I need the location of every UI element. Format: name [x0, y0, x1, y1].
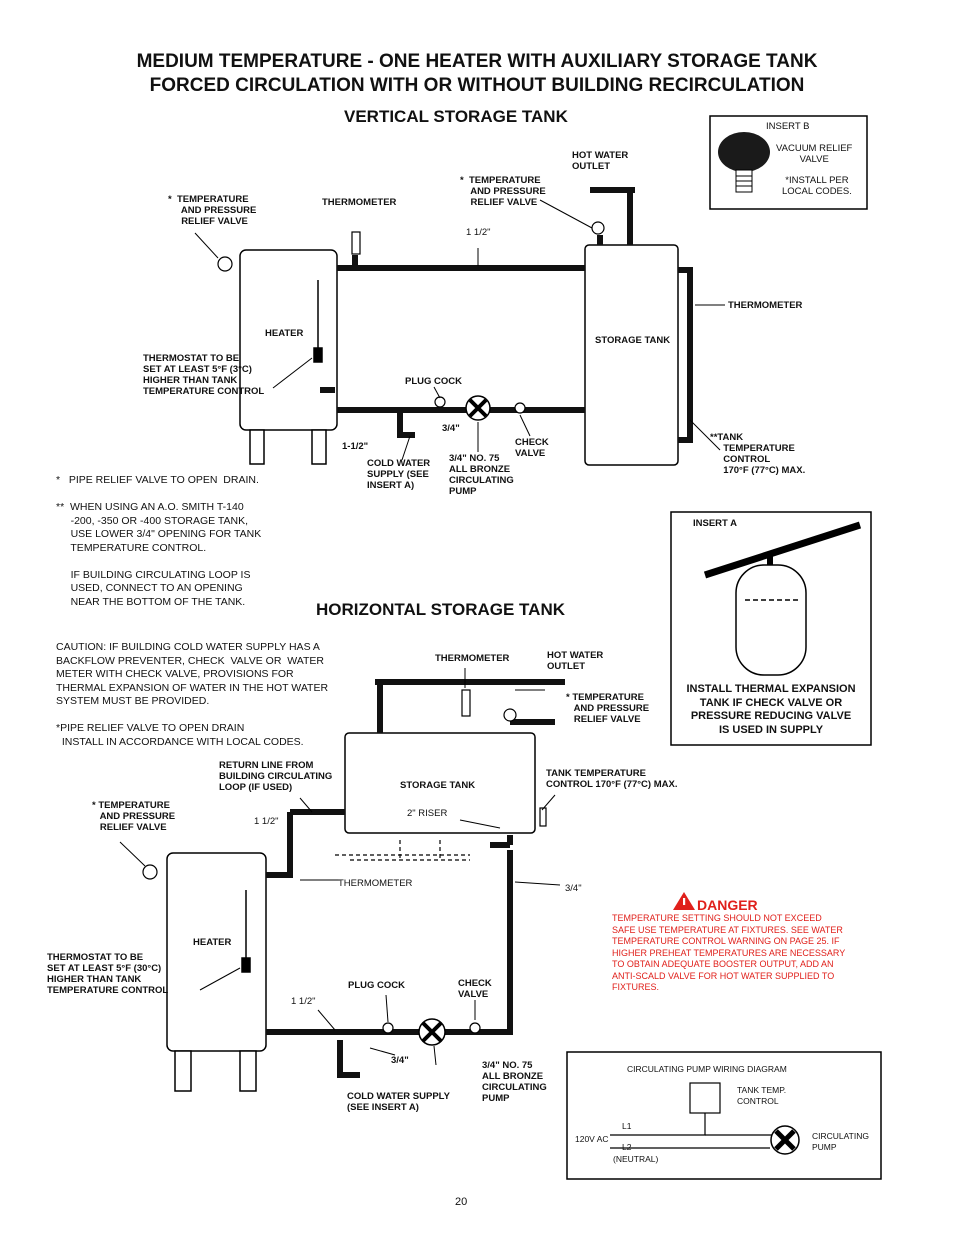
vertical-storage-tank: [584, 244, 679, 466]
horizontal-heading: HORIZONTAL STORAGE TANK: [316, 600, 566, 619]
wiring-pump-icon: [770, 1125, 800, 1155]
insert-b-box: [709, 115, 868, 210]
h-storage-tank-label: STORAGE TANK: [400, 780, 476, 791]
v-cold-water-supply-label: COLD WATER SUPPLY (SEE INSERT A): [367, 458, 431, 491]
vacuum-relief-valve-icon: [718, 132, 770, 193]
v-storage-tank-label: STORAGE TANK: [595, 335, 671, 346]
v-check-valve-label: CHECK VALVE: [515, 437, 549, 459]
h-pipe-3-4-lower-label: 3/4": [391, 1055, 409, 1066]
page-number: 20: [455, 1196, 468, 1208]
insert-b-text: VACUUM RELIEF VALVE: [776, 143, 853, 165]
h-pipe-1-5-upper-label: 1 1/2": [254, 816, 279, 827]
h-tp-valve-right-label: * TEMPERATURE AND PRESSURE RELIEF VALVE: [566, 692, 650, 725]
horizontal-fittings: [142, 689, 547, 1034]
v-plug-cock-label: PLUG COCK: [405, 376, 462, 387]
horizontal-pump-icon: [418, 1018, 446, 1046]
h-riser-label: 2" RISER: [407, 808, 448, 819]
vertical-pipes: [320, 187, 693, 443]
v-tp-valve-left-label: * TEMPERATURE AND PRESSURE RELIEF VALVE: [168, 194, 257, 227]
expansion-tank-icon: [703, 521, 862, 676]
wiring-voltage-label: 120V AC: [575, 1134, 609, 1144]
h-heater-label: HEATER: [193, 937, 232, 948]
h-tp-valve-left-label: * TEMPERATURE AND PRESSURE RELIEF VALVE: [92, 800, 176, 833]
h-pipe-3-4-right-label: 3/4": [565, 883, 582, 894]
v-pipe-1-5-label: 1 1/2": [466, 227, 491, 238]
h-pump-label: 3/4" NO. 75 ALL BRONZE CIRCULATING PUMP: [482, 1060, 547, 1104]
v-thermometer-top-label: THERMOMETER: [322, 197, 397, 208]
danger-text: TEMPERATURE SETTING SHOULD NOT EXCEED SA…: [612, 913, 846, 992]
h-thermometer-top-label: THERMOMETER: [435, 653, 510, 664]
v-pump-label: 3/4" NO. 75 ALL BRONZE CIRCULATING PUMP: [449, 453, 514, 497]
horizontal-leader-lines: [119, 668, 561, 1066]
title-line-1: MEDIUM TEMPERATURE - ONE HEATER WITH AUX…: [136, 51, 818, 72]
caution-note: CAUTION: IF BUILDING COLD WATER SUPPLY H…: [56, 641, 329, 748]
h-pipe-1-5-lower-label: 1 1/2": [291, 996, 316, 1007]
v-hot-water-outlet-label: HOT WATER OUTLET: [572, 150, 629, 172]
v-pipe-1-1-2-label: 1-1/2": [342, 441, 369, 452]
h-thermostat-label: THERMOSTAT TO BE SET AT LEAST 5°F (30°C)…: [47, 952, 169, 996]
v-thermometer-right-label: THERMOMETER: [728, 300, 803, 311]
horizontal-heater: [166, 852, 267, 1092]
wiring-title: CIRCULATING PUMP WIRING DIAGRAM: [627, 1064, 787, 1074]
horizontal-pipes: [266, 679, 565, 1078]
title-line-2: FORCED CIRCULATION WITH OR WITHOUT BUILD…: [149, 75, 805, 96]
wiring-tank-temp-label: TANK TEMP. CONTROL: [737, 1085, 787, 1106]
vertical-heater: [239, 249, 338, 465]
h-cold-water-supply-label: COLD WATER SUPPLY (SEE INSERT A): [347, 1091, 450, 1113]
return-line-dashed: [335, 840, 470, 861]
v-thermostat-label: THERMOSTAT TO BE SET AT LEAST 5°F (3°C) …: [143, 353, 265, 397]
v-pipe-3-4-label: 3/4": [442, 423, 460, 434]
insert-b-title: INSERT B: [766, 121, 810, 132]
vertical-heading: VERTICAL STORAGE TANK: [344, 107, 568, 126]
h-tank-temp-control-label: TANK TEMPERATURE CONTROL 170°F (77°C) MA…: [546, 768, 678, 790]
wiring-neutral-label: (NEUTRAL): [613, 1154, 659, 1164]
v-heater-label: HEATER: [265, 328, 304, 339]
vertical-leader-lines: [194, 199, 725, 461]
danger-title: DANGER: [697, 897, 758, 913]
v-tank-temp-control-label: **TANK TEMPERATURE CONTROL 170°F (77°C) …: [710, 432, 806, 476]
h-plug-cock-label: PLUG COCK: [348, 980, 405, 991]
wiring-l2-label: L2: [622, 1142, 632, 1152]
h-return-line-label: RETURN LINE FROM BUILDING CIRCULATING LO…: [219, 760, 333, 793]
v-tp-valve-right-label: * TEMPERATURE AND PRESSURE RELIEF VALVE: [460, 175, 546, 208]
h-check-valve-label: CHECK VALVE: [458, 978, 492, 1000]
wiring-pump-label: CIRCULATING PUMP: [812, 1131, 869, 1152]
vertical-pump-icon: [465, 395, 491, 421]
wiring-l1-label: L1: [622, 1121, 632, 1131]
danger-triangle-icon: [673, 892, 695, 910]
insert-a-text: INSTALL THERMAL EXPANSION TANK IF CHECK …: [686, 683, 856, 736]
wiring-box: [566, 1051, 882, 1180]
wiring-schematic: [610, 1082, 790, 1149]
insert-b-note: *INSTALL PER LOCAL CODES.: [782, 175, 852, 197]
horizontal-storage-tank: [344, 732, 536, 834]
insert-a-title: INSERT A: [693, 518, 737, 529]
vertical-notes: * PIPE RELIEF VALVE TO OPEN DRAIN. ** WH…: [56, 474, 262, 608]
insert-a-box: [670, 511, 872, 746]
h-hot-water-outlet-label: HOT WATER OUTLET: [547, 650, 604, 672]
h-thermometer-mid-label: THERMOMETER: [338, 878, 413, 889]
